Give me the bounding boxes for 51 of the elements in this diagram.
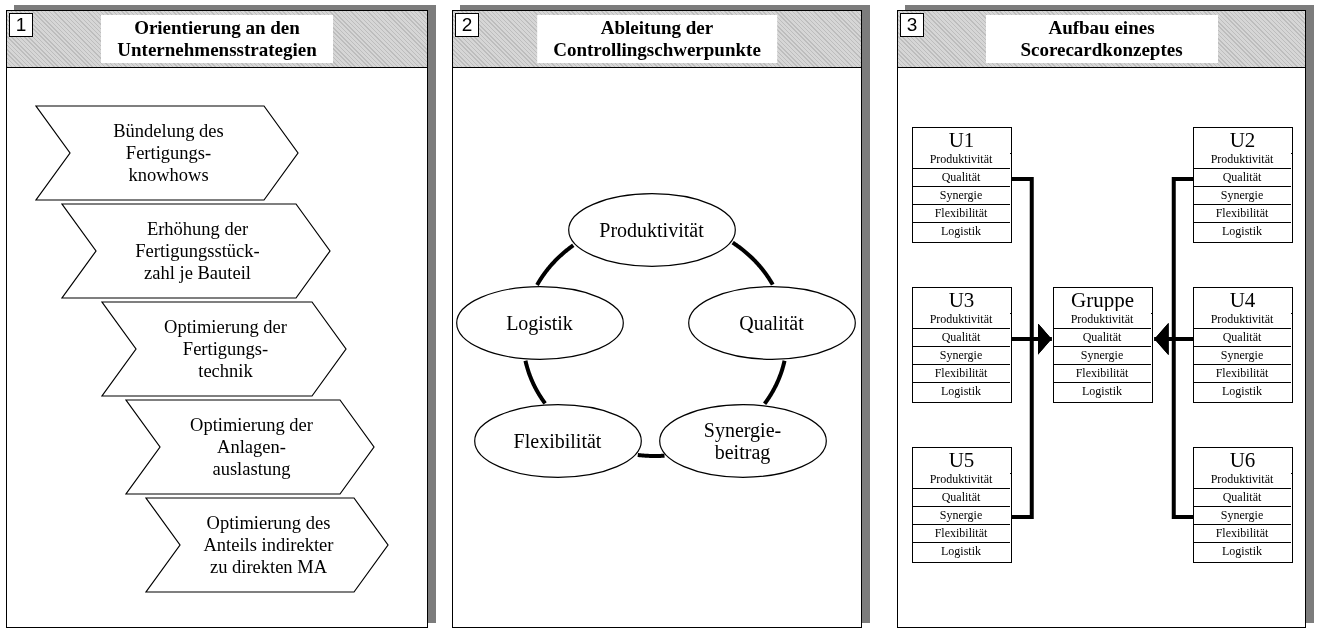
- table-row: Qualität: [1053, 329, 1151, 347]
- table-row: Flexibilität: [912, 525, 1010, 543]
- table-row: Qualität: [1193, 329, 1291, 347]
- process-step: Optimierung der Anlagen- auslastung: [125, 399, 374, 494]
- ellipse-node: Logistik: [455, 285, 624, 360]
- process-step: Bündelung des Fertigungs- knowhows: [35, 105, 298, 200]
- table-row: Produktivität: [1193, 311, 1291, 329]
- table-row: Produktivität: [1053, 311, 1151, 329]
- table-row: Flexibilität: [912, 205, 1010, 223]
- ellipse-node: Qualität: [687, 285, 856, 360]
- ellipse-node: Synergie- beitrag: [658, 403, 827, 478]
- ring-connector: [523, 359, 547, 405]
- panel-title: Ableitung der Controllingschwerpunkte: [537, 15, 777, 63]
- process-step: Optimierung der Fertigungs- technik: [101, 301, 346, 396]
- scorecard-table: [911, 126, 1012, 243]
- table-row: Flexibilität: [1193, 525, 1291, 543]
- scorecard-table: [1052, 286, 1153, 403]
- panel-title: Aufbau eines Scorecardkonzeptes: [985, 15, 1218, 63]
- table-row: Flexibilität: [1193, 365, 1291, 383]
- table-row: Produktivität: [1193, 151, 1291, 169]
- process-step: Erhöhung der Fertigungsstück- zahl je Bauteil: [61, 203, 330, 298]
- arrow-connector: [1012, 323, 1052, 519]
- panel-number: 3: [900, 13, 924, 37]
- scorecard-table: [1192, 126, 1293, 243]
- ellipse-node: Produktivität: [567, 192, 736, 267]
- table-row: Qualität: [1193, 489, 1291, 507]
- table-row: Qualität: [912, 169, 1010, 187]
- scorecard-table: [1192, 446, 1293, 563]
- arrow-connector: [1154, 323, 1193, 519]
- table-row: Produktivität: [912, 151, 1010, 169]
- process-step: Optimierung des Anteils indirekter zu direkten MA: [145, 497, 388, 592]
- table-row: Qualität: [912, 329, 1010, 347]
- table-row: Produktivität: [1193, 471, 1291, 489]
- ring-connector: [636, 453, 666, 458]
- scorecard-table: [1192, 286, 1293, 403]
- ellipse-node: Flexibilität: [473, 403, 642, 478]
- table-row: Flexibilität: [1053, 365, 1151, 383]
- table-row: Qualität: [912, 489, 1010, 507]
- table-row: Flexibilität: [1193, 205, 1291, 223]
- ring-connector: [762, 359, 787, 406]
- table-row: Produktivität: [912, 471, 1010, 489]
- scorecard-table: [911, 446, 1012, 563]
- ring-connector: [731, 240, 775, 286]
- table-row: Qualität: [1193, 169, 1291, 187]
- table-row: Flexibilität: [912, 365, 1010, 383]
- ring-connector: [535, 243, 575, 287]
- panel-number: 1: [9, 13, 33, 37]
- table-row: Produktivität: [912, 311, 1010, 329]
- panel-number: 2: [455, 13, 479, 37]
- scorecard-table: [911, 286, 1012, 403]
- panel-title: Orientierung an den Unternehmensstrategien: [101, 15, 333, 63]
